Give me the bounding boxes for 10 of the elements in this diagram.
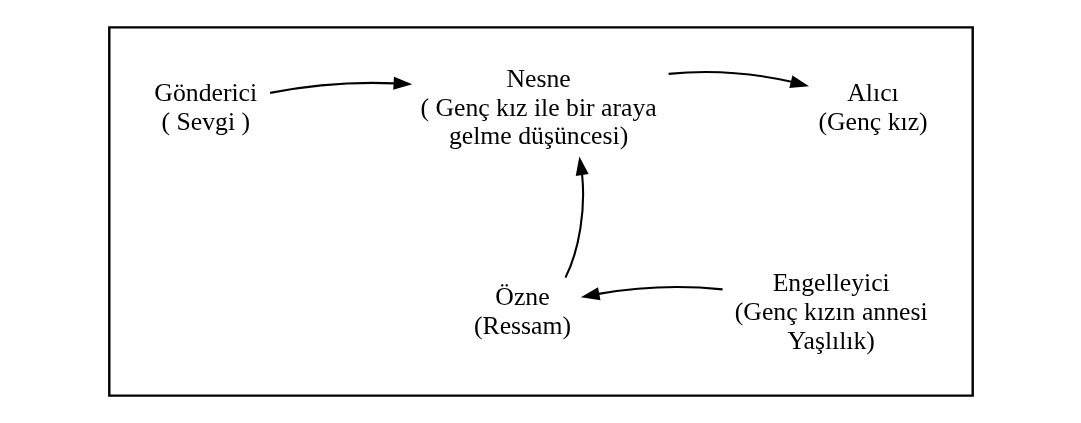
arrow <box>668 71 809 88</box>
node-text: Alıcı (Genç kız) <box>817 78 928 136</box>
node-text: Nesne ( Genç kız ile bir araya gelme düşüncesi) <box>419 63 657 151</box>
arrow <box>580 286 723 301</box>
arrow <box>269 76 412 94</box>
node-text: Özne (Ressam) <box>473 282 571 341</box>
arrow <box>564 156 589 279</box>
node-text: Gönderici ( Sevgi ) <box>153 78 257 136</box>
node-text: Engelleyici (Genç kızın annesi Yaşlılık) <box>734 267 928 355</box>
cluster <box>107 26 974 397</box>
